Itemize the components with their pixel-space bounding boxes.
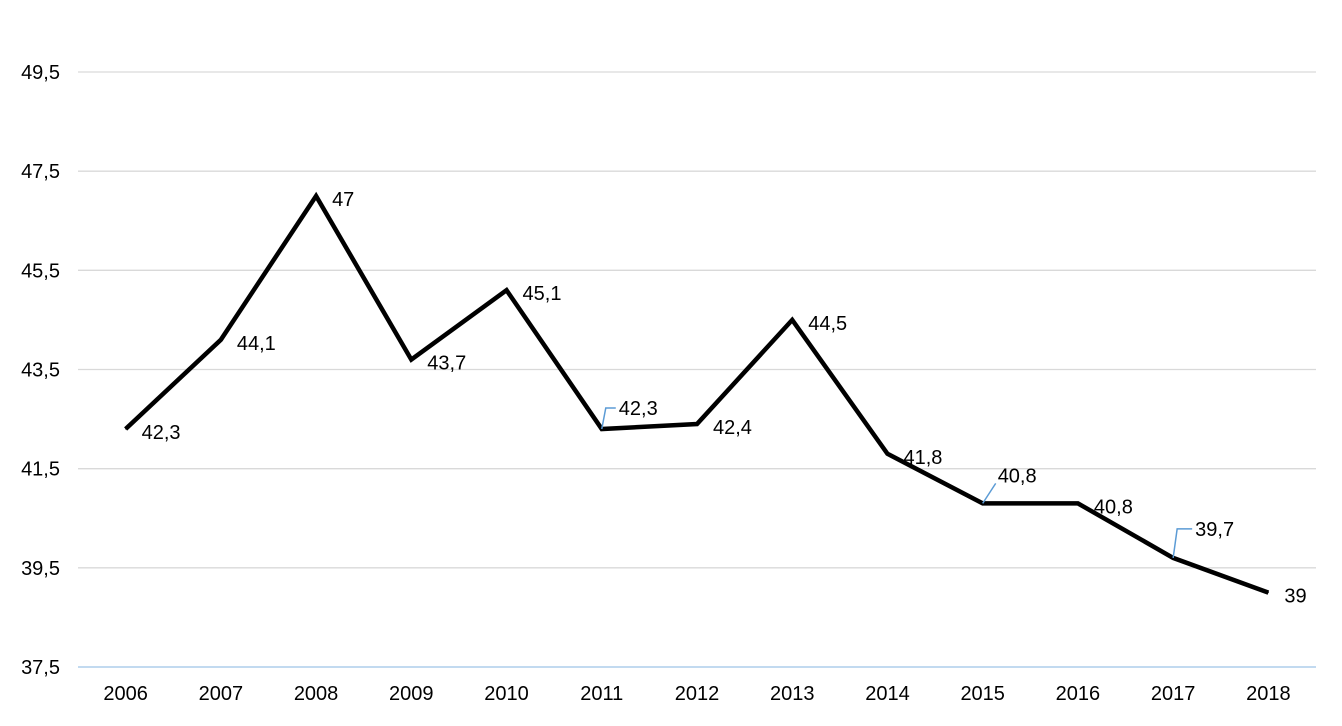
- data-line: [124, 191, 1270, 595]
- data-point: [1077, 502, 1079, 504]
- leader-line: [601, 407, 616, 430]
- data-label: 44,1: [237, 333, 276, 355]
- y-tick-label: 45,5: [21, 260, 60, 282]
- series-line: [124, 191, 1270, 595]
- data-label: 40,8: [1094, 496, 1133, 518]
- data-point: [125, 428, 127, 430]
- x-tick-label: 2009: [389, 683, 434, 705]
- data-point: [506, 289, 508, 291]
- x-tick-label: 2015: [960, 683, 1005, 705]
- data-point: [696, 423, 698, 425]
- data-point: [315, 195, 317, 197]
- x-tick-label: 2017: [1151, 683, 1196, 705]
- x-tick-label: 2006: [103, 683, 148, 705]
- x-tick-label: 2018: [1246, 683, 1291, 705]
- data-labels: 42,3 44,1 47 43,7 45,1 42,3 42,4 44,5 41,8 40,8 40…: [142, 189, 1307, 608]
- x-tick-label: 2013: [770, 683, 815, 705]
- data-point: [220, 339, 222, 341]
- y-axis-labels: 37,5 39,5 41,5 43,5 45,5 47,5 49,5: [21, 62, 60, 679]
- x-tick-label: 2011: [580, 683, 623, 705]
- data-point: [791, 319, 793, 321]
- x-tick-label: 2014: [865, 683, 910, 705]
- data-label: 39: [1284, 586, 1306, 608]
- leader-line: [1172, 528, 1193, 559]
- data-point: [886, 453, 888, 455]
- data-label: 40,8: [998, 465, 1037, 487]
- y-tick-label: 39,5: [21, 558, 60, 580]
- data-label: 43,7: [427, 353, 466, 375]
- y-tick-label: 41,5: [21, 459, 60, 481]
- data-label: 42,3: [619, 398, 658, 420]
- data-label: 47: [332, 189, 354, 211]
- x-tick-label: 2007: [199, 683, 244, 705]
- data-point: [410, 359, 412, 361]
- x-tick-label: 2008: [294, 683, 339, 705]
- data-label: 42,3: [142, 422, 181, 444]
- data-label: 41,8: [903, 447, 942, 469]
- data-label: 39,7: [1195, 519, 1234, 541]
- data-label: 45,1: [523, 283, 562, 305]
- x-tick-label: 2010: [484, 683, 529, 705]
- gridlines: [78, 71, 1316, 668]
- y-tick-label: 37,5: [21, 657, 60, 679]
- data-label: 42,4: [713, 417, 752, 439]
- x-axis-labels: 2006 2007 2008 2009 2010 2011 2012 2013 2014 2015…: [103, 683, 1290, 705]
- y-tick-label: 49,5: [21, 62, 60, 84]
- data-point: [1267, 592, 1269, 594]
- x-tick-label: 2016: [1056, 683, 1101, 705]
- x-tick-label: 2012: [675, 683, 720, 705]
- data-label: 44,5: [808, 313, 847, 335]
- leader-line: [982, 482, 997, 504]
- y-tick-label: 43,5: [21, 360, 60, 382]
- y-tick-label: 47,5: [21, 161, 60, 183]
